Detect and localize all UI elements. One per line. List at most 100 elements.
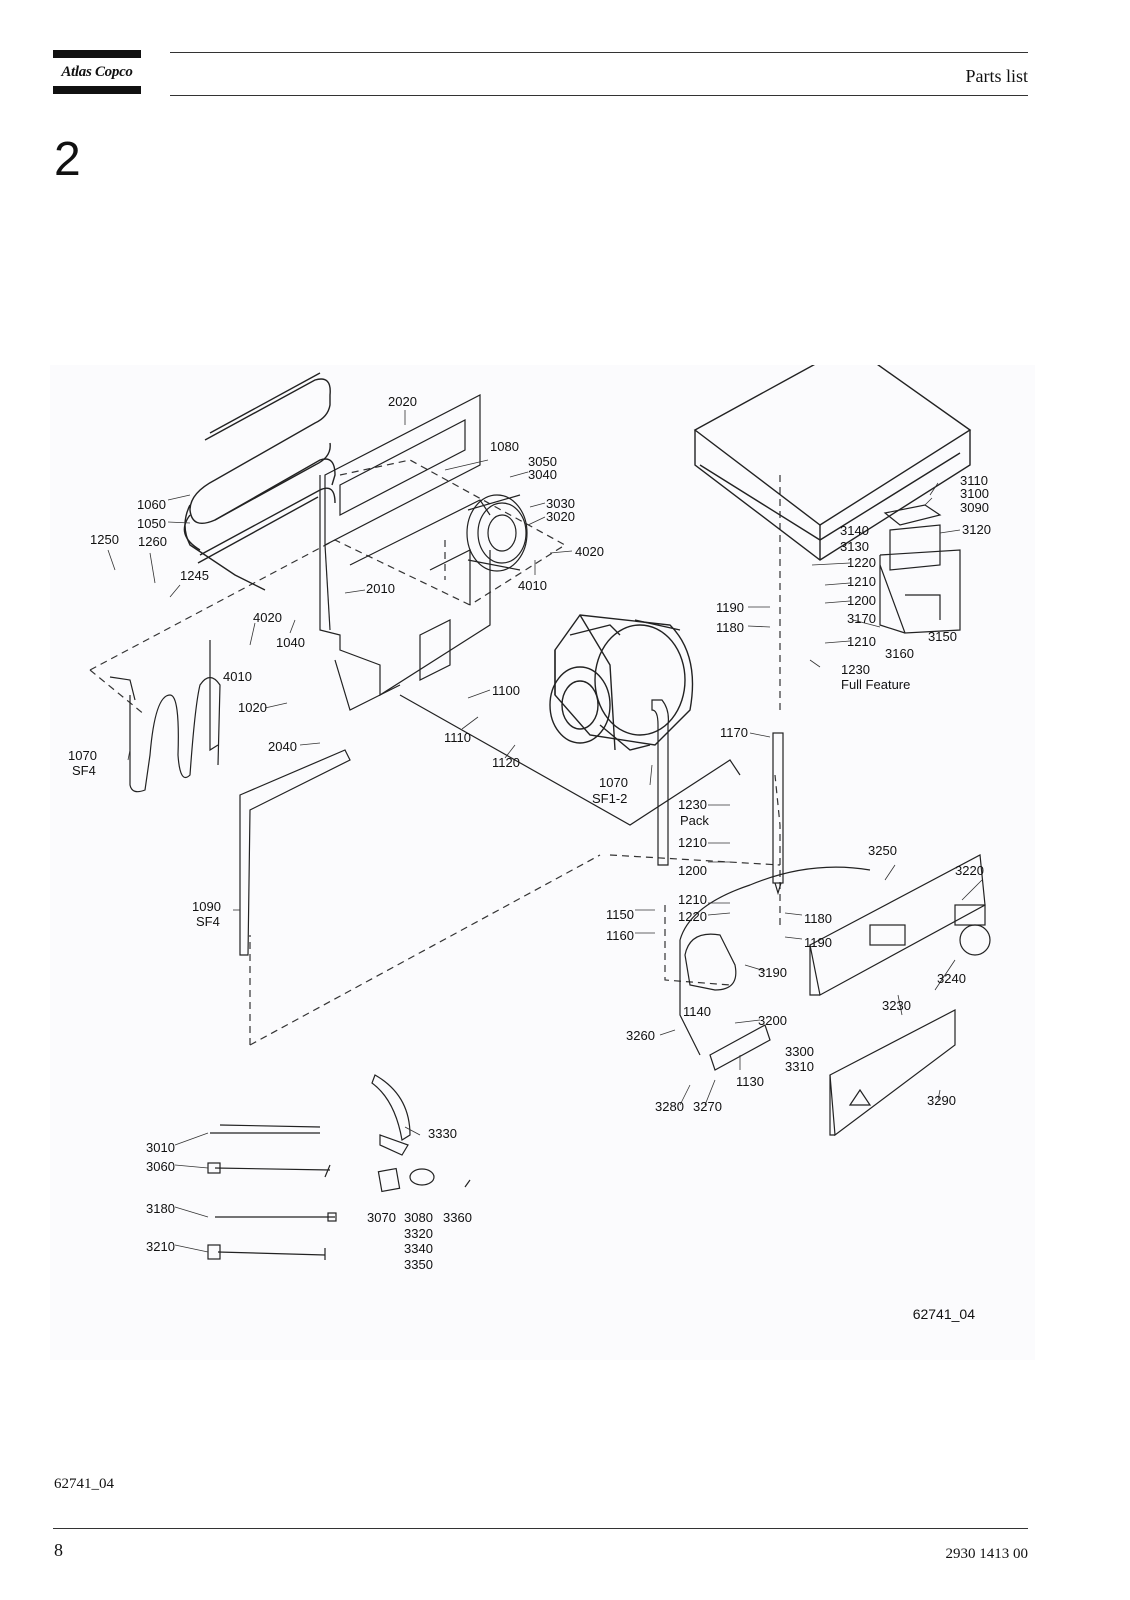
callout-label: 3170 (847, 611, 876, 626)
callout-label: 3100 (960, 486, 989, 501)
strap-3330 (371, 1074, 411, 1156)
callout-label: 1120 (492, 755, 520, 770)
callout-label: 1050 (137, 516, 166, 531)
callout-label: 1130 (736, 1074, 764, 1089)
fan-assembly (466, 494, 528, 572)
section-number: 2 (54, 133, 81, 186)
callout-label: 3300 (785, 1044, 814, 1059)
callout-label: 1060 (137, 497, 166, 512)
callout-label: 3270 (693, 1099, 722, 1114)
callout-label: 1260 (138, 534, 167, 549)
callout-label: 1080 (490, 439, 519, 454)
electrical-box (879, 524, 961, 634)
callout-label: 3360 (443, 1210, 472, 1225)
frame-panel (319, 394, 491, 711)
callout-label: 3070 (367, 1210, 396, 1225)
evaporator-coil-sf4 (109, 640, 221, 793)
callout-label: 3290 (927, 1093, 956, 1108)
valve-body (709, 1024, 771, 1071)
callout-label: 3250 (868, 843, 897, 858)
callout-label: 1210 (847, 634, 876, 649)
callout-label: 3350 (404, 1257, 433, 1272)
top-cover (693, 365, 972, 561)
control-panel (809, 854, 991, 996)
mounting-bracket (883, 504, 942, 526)
atlas-copco-logo: Atlas Copco (53, 50, 141, 94)
callout-label: 1230 (841, 662, 870, 677)
callout-label: 2010 (366, 581, 395, 596)
callout-label: 3130 (840, 539, 869, 554)
pipe-1090 (239, 749, 351, 956)
solenoid-valve (684, 933, 737, 991)
callout-label: 3230 (882, 998, 911, 1013)
document-number: 2930 1413 00 (945, 1546, 1029, 1562)
callout-leader-lines (107, 410, 983, 1253)
callout-label: 3200 (758, 1013, 787, 1028)
sensor-cable (679, 866, 871, 941)
callout-label: 1245 (180, 568, 209, 583)
compressor-unit (549, 614, 694, 751)
callout-label: 2020 (388, 394, 417, 409)
callout-label: 4020 (575, 544, 604, 559)
riser-pipe-1170 (772, 732, 784, 896)
callout-label: 3340 (404, 1241, 433, 1256)
callout-label: 3030 (546, 496, 575, 511)
wire-harness-3060 (207, 1162, 331, 1178)
logo-bar-top (53, 50, 141, 58)
callout-label: 1200 (678, 863, 707, 878)
electrical-cable (399, 694, 741, 826)
figure-id: 62741_04 (912, 1306, 975, 1322)
callout-label: 3240 (937, 971, 966, 986)
callout-label: 3090 (960, 500, 989, 515)
callout-label: 1190 (716, 600, 744, 615)
callout-label: 1250 (90, 532, 119, 547)
callout-label: 1180 (804, 911, 832, 926)
logo-text: Atlas Copco (61, 64, 133, 80)
header-rule-top (170, 52, 1028, 53)
figure-caption: 62741_04 (54, 1476, 114, 1492)
wire-harness-3010 (210, 1124, 321, 1134)
callout-label: 4020 (253, 610, 282, 625)
callout-label: 1170 (720, 725, 748, 740)
callout-label: 1070 (599, 775, 628, 790)
callout-label: 1180 (716, 620, 744, 635)
evaporator-coil (183, 372, 336, 591)
riser-pipe-1070 (651, 699, 669, 866)
callout-label: 3020 (546, 509, 575, 524)
callout-label: 3060 (146, 1159, 175, 1174)
callout-label: 3010 (146, 1140, 175, 1155)
callout-label: 1020 (238, 700, 267, 715)
header-rule-bottom (170, 95, 1028, 96)
callout-label: 3080 (404, 1210, 433, 1225)
callout-label: 1210 (678, 835, 707, 850)
callout-label: 1090 (192, 899, 221, 914)
footer-rule (53, 1528, 1028, 1529)
diagram-drawing (89, 365, 991, 1260)
page-number: 8 (54, 1540, 63, 1560)
callout-label: 3120 (962, 522, 991, 537)
callout-label: 1040 (276, 635, 305, 650)
callout-label: SF4 (72, 763, 96, 778)
callout-label: 1160 (606, 928, 634, 943)
callout-label: 1230 (678, 797, 707, 812)
callout-label: 3320 (404, 1226, 433, 1241)
callout-label: 1220 (678, 909, 707, 924)
screw-3360 (464, 1179, 471, 1188)
callout-label: 4010 (518, 578, 547, 593)
callout-label: 1200 (847, 593, 876, 608)
callout-label: Pack (680, 813, 709, 828)
callout-label: SF4 (196, 914, 220, 929)
callout-label: 4010 (223, 669, 252, 684)
wire-harness-3180 (215, 1212, 337, 1222)
callout-label: 3180 (146, 1201, 175, 1216)
callout-label: 3260 (626, 1028, 655, 1043)
callout-label: 3040 (528, 467, 557, 482)
callout-label: 3050 (528, 454, 557, 469)
callout-label: 1150 (606, 907, 634, 922)
logo-bar-bottom (53, 86, 141, 94)
callout-label: 3330 (428, 1126, 457, 1141)
callout-label: 1220 (847, 555, 876, 570)
clamp-3080 (409, 1168, 435, 1186)
callout-label: 1070 (68, 748, 97, 763)
callout-label: 1100 (492, 683, 520, 698)
